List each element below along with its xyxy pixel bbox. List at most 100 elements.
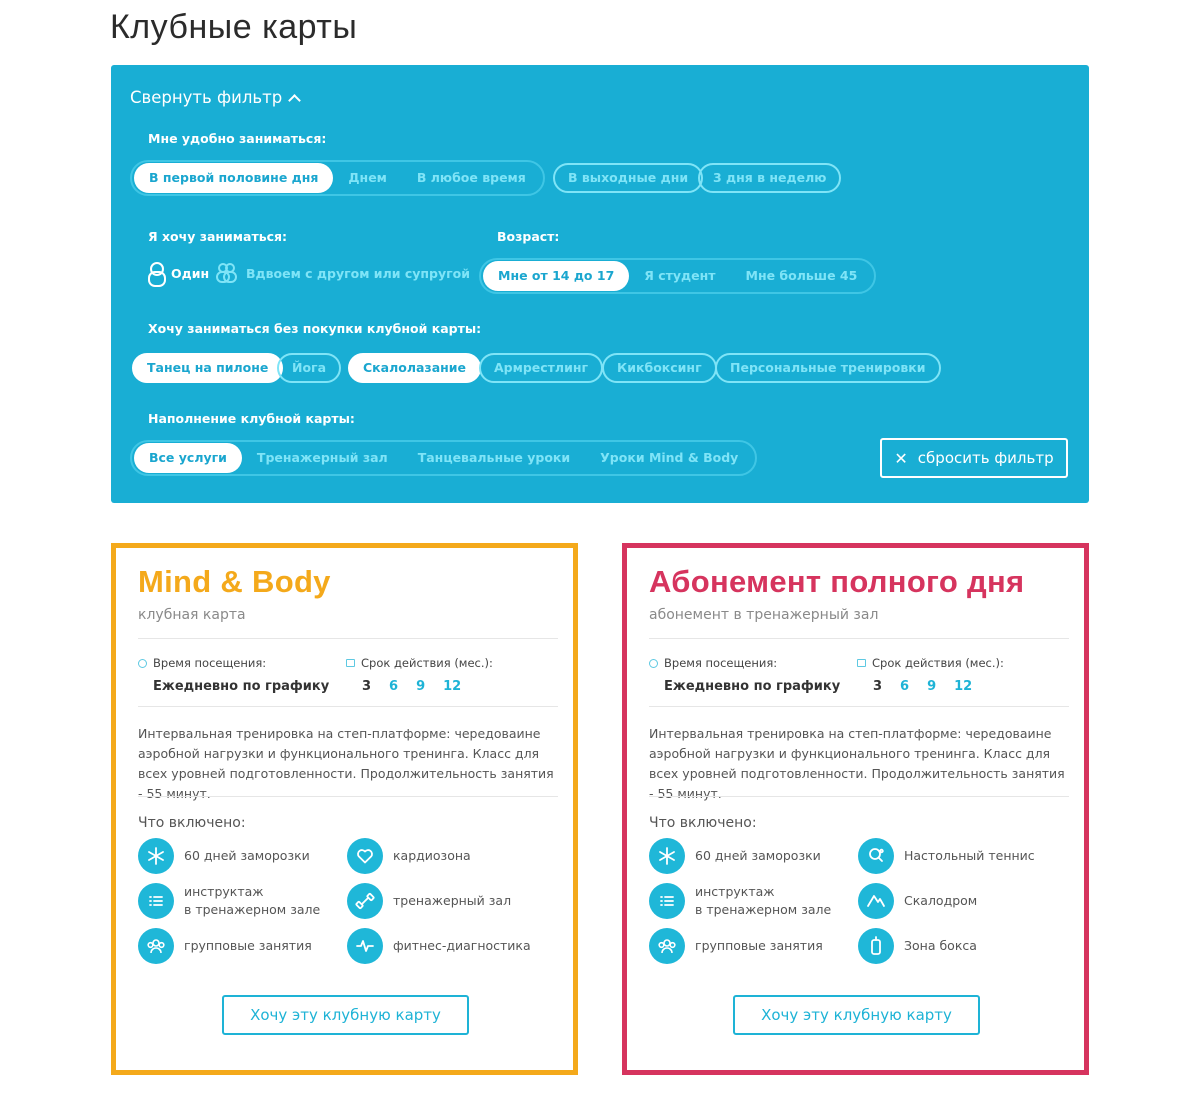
club-card-mind-body: Mind & Body клубная карта Время посещени…	[111, 543, 578, 1075]
punching-bag-icon	[858, 928, 894, 964]
feature-boxing-zone: Зона бокса	[858, 928, 977, 964]
calendar-icon	[346, 659, 355, 667]
feature-instruction: инструктаж в тренажерном зале	[138, 883, 320, 919]
divider	[649, 706, 1069, 707]
schedule-option-morning[interactable]: В первой половине дня	[134, 163, 334, 193]
term-option-9[interactable]: 9	[416, 679, 426, 694]
collapse-filter-toggle[interactable]: Свернуть фильтр	[130, 85, 302, 109]
term-option-6[interactable]: 6	[389, 679, 399, 694]
feature-label: инструктаж в тренажерном зале	[184, 884, 321, 917]
nocard-option-armwrestling[interactable]: Армрестлинг	[479, 353, 604, 383]
term-option-3[interactable]: 3	[873, 679, 883, 694]
mountain-icon	[858, 883, 894, 919]
schedule-option-day[interactable]: Днем	[348, 170, 387, 185]
age-option-over-45[interactable]: Мне больше 45	[745, 268, 858, 283]
nocard-label: Хочу заниматься без покупки клубной карт…	[148, 321, 482, 336]
collapse-filter-label: Свернуть фильтр	[130, 87, 283, 107]
feature-group-classes: групповые занятия	[649, 928, 823, 964]
feature-label: фитнес-диагностика	[393, 938, 531, 953]
feature-climbing-wall: Скалодром	[858, 883, 977, 919]
feature-cardio: кардиозона	[347, 838, 471, 874]
group-icon	[138, 928, 174, 964]
two-people-icon	[216, 263, 237, 283]
company-option-alone[interactable]: Один	[148, 262, 210, 287]
company-option-pair[interactable]: Вдвоем с другом или супругой	[215, 262, 470, 284]
want-card-button[interactable]: Хочу эту клубную карту	[733, 995, 980, 1035]
term-option-12[interactable]: 12	[443, 679, 462, 694]
included-title: Что включено:	[649, 815, 757, 831]
term-option-6[interactable]: 6	[900, 679, 910, 694]
heart-icon	[347, 838, 383, 874]
feature-gym: тренажерный зал	[347, 883, 511, 919]
schedule-option-anytime[interactable]: В любое время	[416, 170, 526, 185]
reset-filter-label: сбросить фильтр	[917, 449, 1054, 467]
content-option-gym[interactable]: Тренажерный зал	[256, 450, 388, 465]
term-label-text: Срок действия (мес.):	[361, 656, 493, 670]
visit-time-value: Ежедневно по графику	[664, 679, 841, 694]
visit-time-label: Время посещения:	[138, 656, 266, 670]
company-option-pair-label: Вдвоем с другом или супругой	[246, 265, 470, 281]
content-option-dance[interactable]: Танцевальные уроки	[417, 450, 571, 465]
term-option-9[interactable]: 9	[927, 679, 937, 694]
feature-freeze: 60 дней заморозки	[649, 838, 821, 874]
feature-label: Зона бокса	[904, 938, 977, 953]
nocard-option-kickboxing[interactable]: Кикбоксинг	[602, 353, 717, 383]
schedule-option-weekends[interactable]: В выходные дни	[553, 163, 704, 193]
feature-label: групповые занятия	[184, 938, 312, 953]
term-option-12[interactable]: 12	[954, 679, 973, 694]
age-option-14-17[interactable]: Мне от 14 до 17	[483, 261, 630, 291]
feature-group-classes: групповые занятия	[138, 928, 312, 964]
calendar-icon	[857, 659, 866, 667]
feature-label: Скалодром	[904, 893, 978, 908]
content-option-mind-body[interactable]: Уроки Mind & Body	[600, 450, 739, 465]
term-label: Срок действия (мес.):	[346, 656, 493, 670]
nocard-option-pole-dance[interactable]: Танец на пилоне	[132, 353, 284, 383]
feature-label: тренажерный зал	[393, 893, 512, 908]
visit-time-value: Ежедневно по графику	[153, 679, 330, 694]
nocard-option-personal-training[interactable]: Персональные тренировки	[715, 353, 941, 383]
visit-time-label: Время посещения:	[649, 656, 777, 670]
age-option-student[interactable]: Я студент	[644, 268, 716, 283]
feature-label: 60 дней заморозки	[695, 848, 821, 863]
schedule-option-3-days[interactable]: 3 дня в неделю	[698, 163, 842, 193]
company-label: Я хочу заниматься:	[148, 229, 288, 244]
term-label: Срок действия (мес.):	[857, 656, 1004, 670]
table-tennis-icon	[858, 838, 894, 874]
list-icon	[649, 883, 685, 919]
feature-instruction: инструктаж в тренажерном зале	[649, 883, 831, 919]
nocard-option-climbing[interactable]: Скалолазание	[348, 353, 481, 383]
company-option-alone-label: Один	[171, 265, 210, 281]
term-option-3[interactable]: 3	[362, 679, 372, 694]
page-title: Клубные карты	[110, 8, 358, 46]
age-label: Возраст:	[497, 229, 560, 244]
pulse-icon	[347, 928, 383, 964]
content-label: Наполнение клубной карты:	[148, 411, 355, 426]
snowflake-icon	[649, 838, 685, 874]
feature-freeze: 60 дней заморозки	[138, 838, 310, 874]
feature-label: 60 дней заморозки	[184, 848, 310, 863]
divider	[138, 638, 558, 639]
content-option-all[interactable]: Все услуги	[134, 443, 242, 473]
list-icon	[138, 883, 174, 919]
included-title: Что включено:	[138, 815, 246, 831]
feature-table-tennis: Настольный теннис	[858, 838, 1035, 874]
card-title: Mind & Body	[138, 564, 331, 599]
club-card-full-day: Абонемент полного дня абонемент в тренаж…	[622, 543, 1089, 1075]
want-card-button[interactable]: Хочу эту клубную карту	[222, 995, 469, 1035]
dumbbell-icon	[347, 883, 383, 919]
card-title: Абонемент полного дня	[649, 564, 1025, 599]
visit-time-label-text: Время посещения:	[153, 656, 267, 670]
clock-icon	[138, 658, 147, 668]
card-description: Интервальная тренировка на степ-платформ…	[138, 726, 554, 801]
divider	[649, 796, 1069, 797]
nocard-option-yoga[interactable]: Йога	[277, 353, 342, 383]
reset-filter-button[interactable]: ✕ сбросить фильтр	[880, 438, 1068, 478]
term-label-text: Срок действия (мес.):	[872, 656, 1004, 670]
visit-time-label-text: Время посещения:	[664, 656, 778, 670]
snowflake-icon	[138, 838, 174, 874]
content-segmented: Все услуги Тренажерный зал Танцевальные …	[130, 440, 758, 476]
term-options: 3 6 9 12	[873, 679, 972, 694]
chevron-up-icon	[288, 93, 302, 107]
card-description: Интервальная тренировка на степ-платформ…	[649, 726, 1065, 801]
divider	[138, 706, 558, 707]
